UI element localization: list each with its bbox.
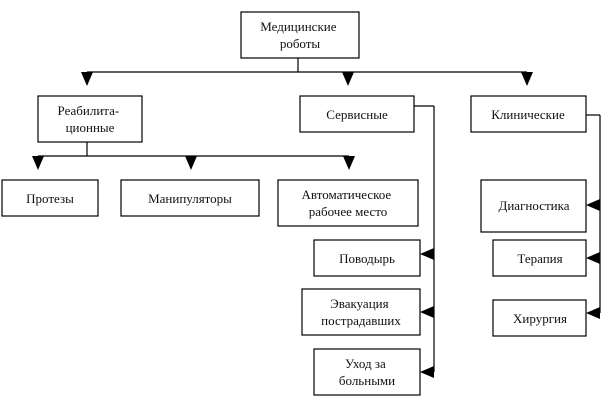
clinical-node-box [470,95,587,133]
arrow-to-evacuation [420,306,434,318]
evacuation-label: Эвакуация пострадавших [321,296,401,328]
diagnostics-label: Диагностика [498,198,569,213]
arrow-to-clinical [521,72,533,86]
arrow-to-manipulators [185,156,197,170]
arrow-to-rehab [81,72,93,86]
clinical-label: Клинические [491,107,565,122]
therapy-label: Терапия [517,251,562,266]
arrowheads [32,72,600,378]
rehab-node-box [37,95,143,143]
arrow-to-surgery [586,307,600,319]
service-label: Сервисные [326,107,388,122]
arrow-to-guide [420,248,434,260]
evacuation-node-box [301,288,421,336]
arrow-to-workplace [343,156,355,170]
service-node-box [299,95,415,133]
arrow-to-care [420,366,434,378]
workplace-label: Автоматическое рабочее место [302,187,395,219]
root-node-box [240,11,360,59]
arrow-to-service [342,72,354,86]
prostheses-node-box [1,179,99,217]
workplace-node-box [277,179,419,227]
root-label: Медицинские роботы [260,19,340,51]
manipulators-node-box [120,179,260,217]
care-node-box [313,348,421,396]
diagnostics-node-box [480,179,587,233]
guide-node-box [313,239,421,277]
arrow-to-diagnostics [586,199,600,211]
therapy-node-box [492,239,587,277]
prostheses-label: Протезы [26,191,74,206]
care-label: Уход за больными [339,356,395,388]
manipulators-label: Манипуляторы [148,191,232,206]
rehab-label: Реабилита- ционные [58,103,123,135]
surgery-label: Хирургия [513,311,567,326]
surgery-node-box [492,299,587,337]
guide-label: Поводырь [339,251,395,266]
arrow-to-therapy [586,252,600,264]
arrow-to-prostheses [32,156,44,170]
